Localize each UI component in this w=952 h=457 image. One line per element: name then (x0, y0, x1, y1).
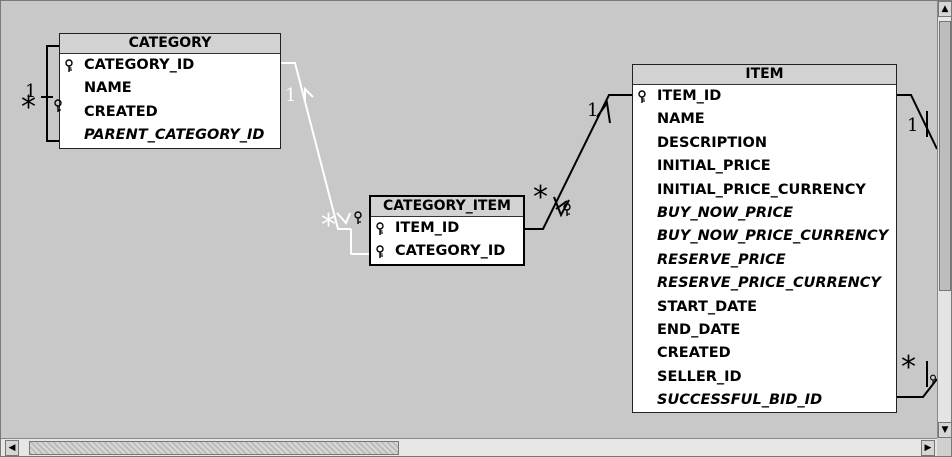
column-name: ITEM_ID (657, 88, 722, 104)
key-icon (54, 99, 62, 112)
primary-key-icon (64, 58, 76, 74)
category-link-arrow (304, 86, 314, 101)
table-category[interactable]: CATEGORY CATEGORY_ID NAME CREATED PARENT_CA… (59, 33, 281, 149)
self-link-many-label: * (21, 90, 36, 125)
horizontal-scroll-thumb[interactable] (29, 441, 399, 455)
column-row[interactable]: INITIAL_PRICE (633, 155, 896, 178)
category-link-one-label: 1 (285, 85, 297, 106)
primary-key-icon (375, 221, 387, 237)
column-name: INITIAL_PRICE (657, 158, 771, 175)
key-icon (930, 374, 936, 385)
vertical-scroll-thumb[interactable] (939, 21, 951, 291)
column-name: CATEGORY_ID (395, 243, 506, 260)
diagram-canvas[interactable]: CATEGORY CATEGORY_ID NAME CREATED PARENT_CA… (1, 1, 937, 438)
column-name: PARENT_CATEGORY_ID (84, 127, 265, 144)
column-name: BUY_NOW_PRICE_CURRENCY (657, 228, 889, 245)
category-link-lower (336, 212, 351, 225)
table-item-columns: ITEM_ID NAME DESCRIPTION INITIAL_PRICE INITI… (633, 85, 896, 412)
vertical-scrollbar[interactable]: ▲ ▼ (937, 1, 951, 438)
column-row[interactable]: CATEGORY_ID (371, 240, 523, 263)
table-category-title: CATEGORY (60, 34, 280, 54)
table-category-item[interactable]: CATEGORY_ITEM ITEM_ID CATEGORY_ID (369, 195, 525, 266)
column-name: START_DATE (657, 298, 758, 315)
column-row[interactable]: NAME (60, 77, 280, 100)
column-row[interactable]: PARENT_CATEGORY_ID (60, 124, 280, 147)
primary-key-icon (637, 89, 649, 105)
key-icon (563, 203, 571, 216)
column-name: ITEM_ID (395, 220, 460, 236)
column-row[interactable]: BUY_NOW_PRICE_CURRENCY (633, 225, 896, 248)
key-icon (354, 211, 362, 224)
column-name: CATEGORY_ID (84, 57, 195, 73)
column-row[interactable]: START_DATE (633, 296, 896, 319)
column-row[interactable]: ITEM_ID (371, 217, 523, 240)
table-category-item-title: CATEGORY_ITEM (371, 197, 523, 217)
column-name: CREATED (84, 103, 158, 120)
column-name: NAME (657, 111, 705, 128)
table-category-item-columns: ITEM_ID CATEGORY_ID (371, 217, 523, 264)
scroll-down-button[interactable]: ▼ (938, 422, 951, 438)
scroll-left-button[interactable]: ◀ (5, 440, 19, 456)
column-name: SUCCESSFUL_BID_ID (657, 392, 823, 409)
table-item-title: ITEM (633, 65, 896, 85)
column-name: BUY_NOW_PRICE (657, 204, 794, 221)
item-link-many-label: * (533, 180, 548, 215)
horizontal-scrollbar[interactable]: ◀ ▶ (1, 438, 937, 456)
column-name: RESERVE_PRICE (657, 251, 786, 268)
column-row[interactable]: SUCCESSFUL_BID_ID (633, 389, 896, 412)
column-row[interactable]: DESCRIPTION (633, 132, 896, 155)
column-row[interactable]: RESERVE_PRICE_CURRENCY (633, 272, 896, 295)
column-name: SELLER_ID (657, 368, 742, 385)
table-category-columns: CATEGORY_ID NAME CREATED PARENT_CATEGORY_ID (60, 54, 280, 148)
item-link-one-label: 1 (587, 100, 599, 121)
self-link-one-label: 1 (25, 81, 37, 102)
column-row[interactable]: CATEGORY_ID (60, 54, 280, 77)
column-name: RESERVE_PRICE_CURRENCY (657, 275, 881, 292)
column-name: NAME (84, 80, 132, 97)
column-row[interactable]: ITEM_ID (633, 85, 896, 108)
scroll-corner (937, 438, 951, 456)
right-link-one-label: 1 (907, 115, 919, 136)
column-row[interactable]: NAME (633, 108, 896, 131)
table-item[interactable]: ITEM ITEM_ID NAME DESCRIPTION INITIAL_PRICE… (632, 64, 897, 414)
column-name: END_DATE (657, 321, 741, 338)
right-link-many-label: * (901, 350, 916, 385)
column-name: DESCRIPTION (657, 134, 767, 151)
column-row[interactable]: BUY_NOW_PRICE (633, 202, 896, 225)
column-row[interactable]: END_DATE (633, 319, 896, 342)
column-row[interactable]: RESERVE_PRICE (633, 249, 896, 272)
column-row[interactable]: CREATED (60, 101, 280, 124)
primary-key-icon (375, 244, 387, 260)
category-link-many-label: * (321, 208, 336, 243)
scroll-up-button[interactable]: ▲ (938, 1, 951, 17)
column-row[interactable]: INITIAL_PRICE_CURRENCY (633, 179, 896, 202)
column-row[interactable]: CREATED (633, 342, 896, 365)
column-row[interactable]: SELLER_ID (633, 366, 896, 389)
column-name: CREATED (657, 345, 731, 362)
scroll-right-button[interactable]: ▶ (921, 440, 935, 456)
item-link-arrow (596, 100, 611, 124)
column-name: INITIAL_PRICE_CURRENCY (657, 181, 866, 198)
